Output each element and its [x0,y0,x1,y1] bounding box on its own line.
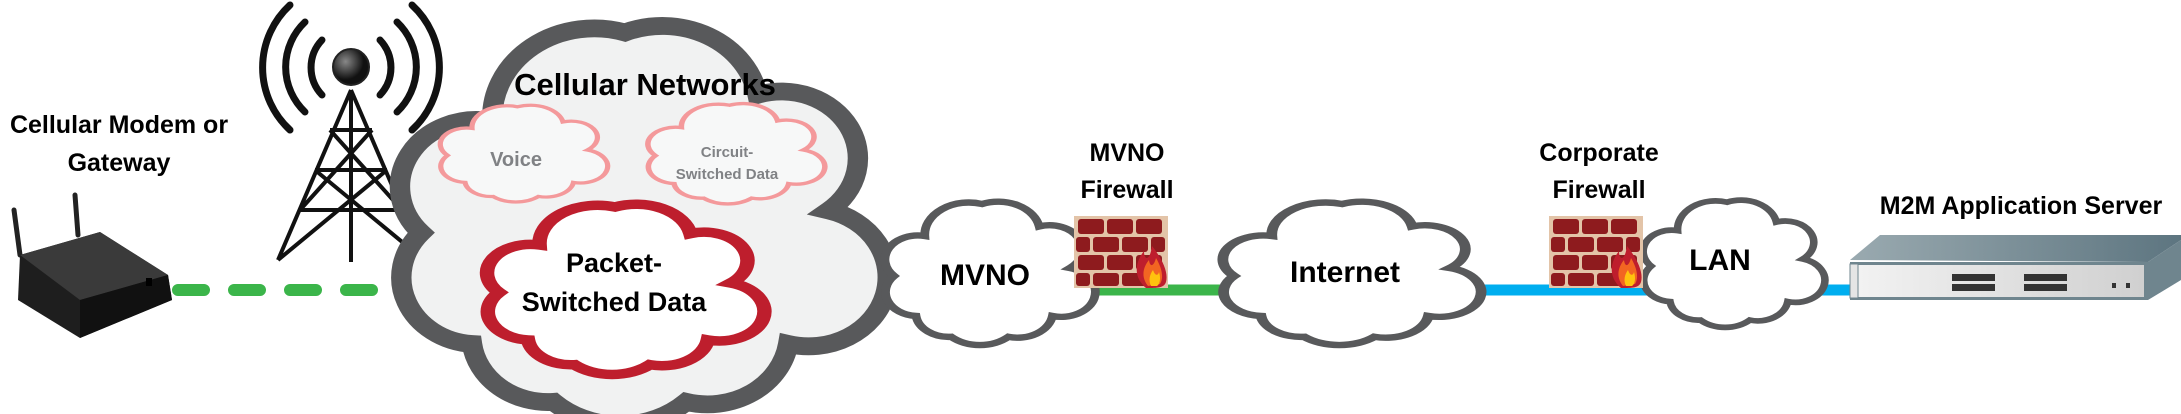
packet-label-line2: Switched Data [522,287,708,317]
modem-label-line1: Cellular Modem or [10,111,228,139]
lan-label: LAN [1689,244,1751,277]
corporate-firewall-label-line1: Corporate [1539,139,1659,167]
firewall-icon [1549,216,1643,288]
circuit-label-line1: Circuit- [701,144,754,161]
cell-tower-icon [259,1,443,262]
circuit-label-line2: Switched Data [676,166,779,183]
corporate-firewall-label-line2: Firewall [1552,176,1645,204]
server-label: M2M Application Server [1880,192,2163,220]
modem-label-line2: Gateway [68,149,171,177]
packet-label-line1: Packet- [566,248,662,278]
mvno-label: MVNO [940,259,1030,292]
mvno-firewall-label-line2: Firewall [1080,176,1173,204]
internet-label: Internet [1290,256,1400,289]
voice-label: Voice [490,149,542,171]
mvno-firewall-label-line1: MVNO [1090,139,1165,167]
firewall-icon [1074,216,1168,288]
server-switch-icon [1849,235,2181,300]
cellular-networks-label: Cellular Networks [514,67,776,102]
modem-icon [11,192,172,338]
